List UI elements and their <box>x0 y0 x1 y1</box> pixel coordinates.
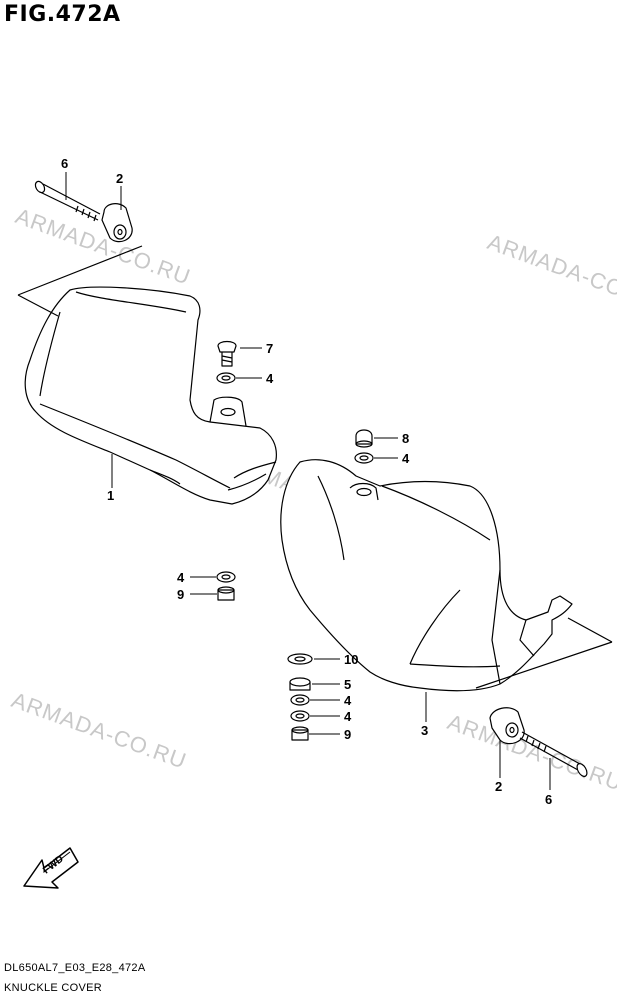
callouts: 6 2 1 7 4 8 4 4 9 10 5 4 4 9 3 2 6 <box>61 156 552 807</box>
washer-4-e <box>290 710 310 722</box>
callout-1: 1 <box>107 488 114 503</box>
callout-4: 4 <box>344 709 352 724</box>
washer-4-d <box>290 694 310 706</box>
callout-6-upper: 6 <box>61 156 68 171</box>
callout-6-lower: 6 <box>545 792 552 807</box>
washer-10 <box>287 653 313 665</box>
knuckle-cover-left <box>24 286 277 505</box>
watermark: ARMADA-CO.RU <box>444 709 617 796</box>
collar-5 <box>289 677 311 691</box>
nut-9-b <box>291 726 309 741</box>
watermark: ARMADA-CO.RU <box>8 687 190 774</box>
nut-9-a <box>217 586 235 601</box>
washer-4-c <box>216 571 236 583</box>
washer-4-a <box>216 372 236 384</box>
callout-7: 7 <box>266 341 273 356</box>
washer-4-b <box>354 452 374 464</box>
callout-4: 4 <box>266 371 274 386</box>
bolt-6-upper <box>34 180 101 222</box>
figure-code: DL650AL7_E03_E28_472A <box>4 962 146 974</box>
screw-7 <box>217 340 237 367</box>
reference-line <box>17 245 143 296</box>
bolt-6-lower <box>519 731 588 777</box>
callout-2-upper: 2 <box>116 171 123 186</box>
callout-4: 4 <box>344 693 352 708</box>
callout-3: 3 <box>421 723 428 738</box>
spacer-2-upper <box>101 203 133 243</box>
callout-10: 10 <box>344 652 358 667</box>
callout-9: 9 <box>177 587 184 602</box>
callout-5: 5 <box>344 677 351 692</box>
callout-4: 4 <box>177 570 185 585</box>
callout-4: 4 <box>402 451 410 466</box>
figure-name: KNUCKLE COVER <box>4 982 103 994</box>
callout-9: 9 <box>344 727 351 742</box>
callout-2-lower: 2 <box>495 779 502 794</box>
figure-title: FIG.472A <box>4 2 121 27</box>
cap-nut-8 <box>355 429 373 448</box>
callout-8: 8 <box>402 431 409 446</box>
leader-lines <box>65 172 551 790</box>
spacer-2-lower <box>489 707 525 745</box>
knuckle-cover-right <box>280 459 573 692</box>
fwd-arrow-icon: FWD <box>23 847 79 889</box>
watermark: ARMADA-CO.RU <box>484 229 617 316</box>
